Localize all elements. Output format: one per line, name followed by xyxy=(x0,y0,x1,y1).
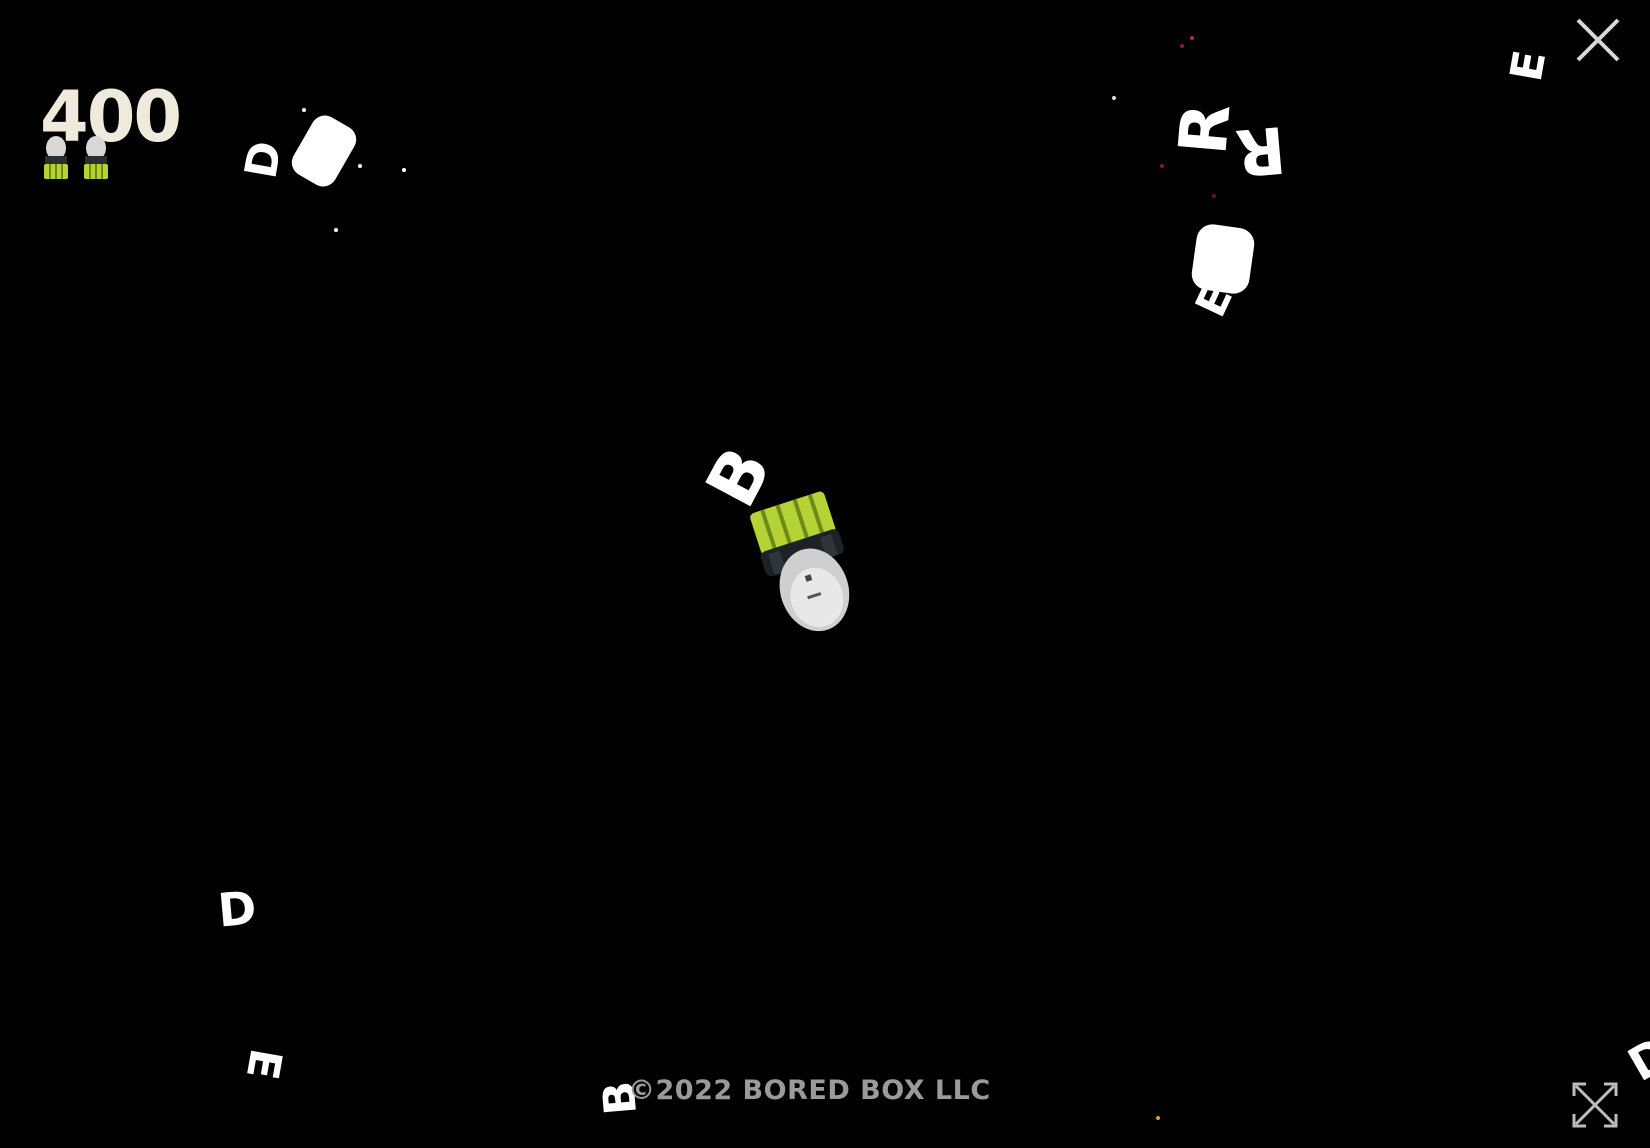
letter-asteroid: D xyxy=(235,137,293,183)
debris-particle xyxy=(334,228,338,232)
lives-indicator xyxy=(40,136,112,182)
letter-asteroid: D xyxy=(1619,1026,1650,1092)
debris-particle xyxy=(358,164,362,168)
debris-particle xyxy=(1180,44,1184,48)
fullscreen-button[interactable] xyxy=(1570,1080,1620,1130)
rocket-ship-icon xyxy=(750,491,872,650)
letter-asteroid: R xyxy=(1164,100,1246,158)
player-ship xyxy=(742,485,872,650)
debris-particle xyxy=(1156,1116,1160,1120)
life-ship-icon xyxy=(80,136,112,182)
letter-asteroid: E xyxy=(1500,46,1557,86)
debris-particle xyxy=(402,168,406,172)
letter-asteroid: E xyxy=(235,1044,292,1084)
life-ship-icon xyxy=(40,136,72,182)
debris-particle xyxy=(1212,194,1216,198)
debris-particle xyxy=(302,108,306,112)
copyright-text: ©2022 BORED BOX LLC xyxy=(628,1075,991,1106)
letter-asteroid: D xyxy=(215,880,259,938)
letter-asteroid: R xyxy=(1232,110,1289,190)
close-button[interactable] xyxy=(1574,16,1622,64)
asteroid-fragment xyxy=(286,110,362,192)
debris-particle xyxy=(1160,164,1164,168)
debris-particle xyxy=(1190,36,1194,40)
fullscreen-icon xyxy=(1570,1082,1620,1134)
close-icon xyxy=(1574,18,1622,68)
debris-particle xyxy=(1112,96,1116,100)
